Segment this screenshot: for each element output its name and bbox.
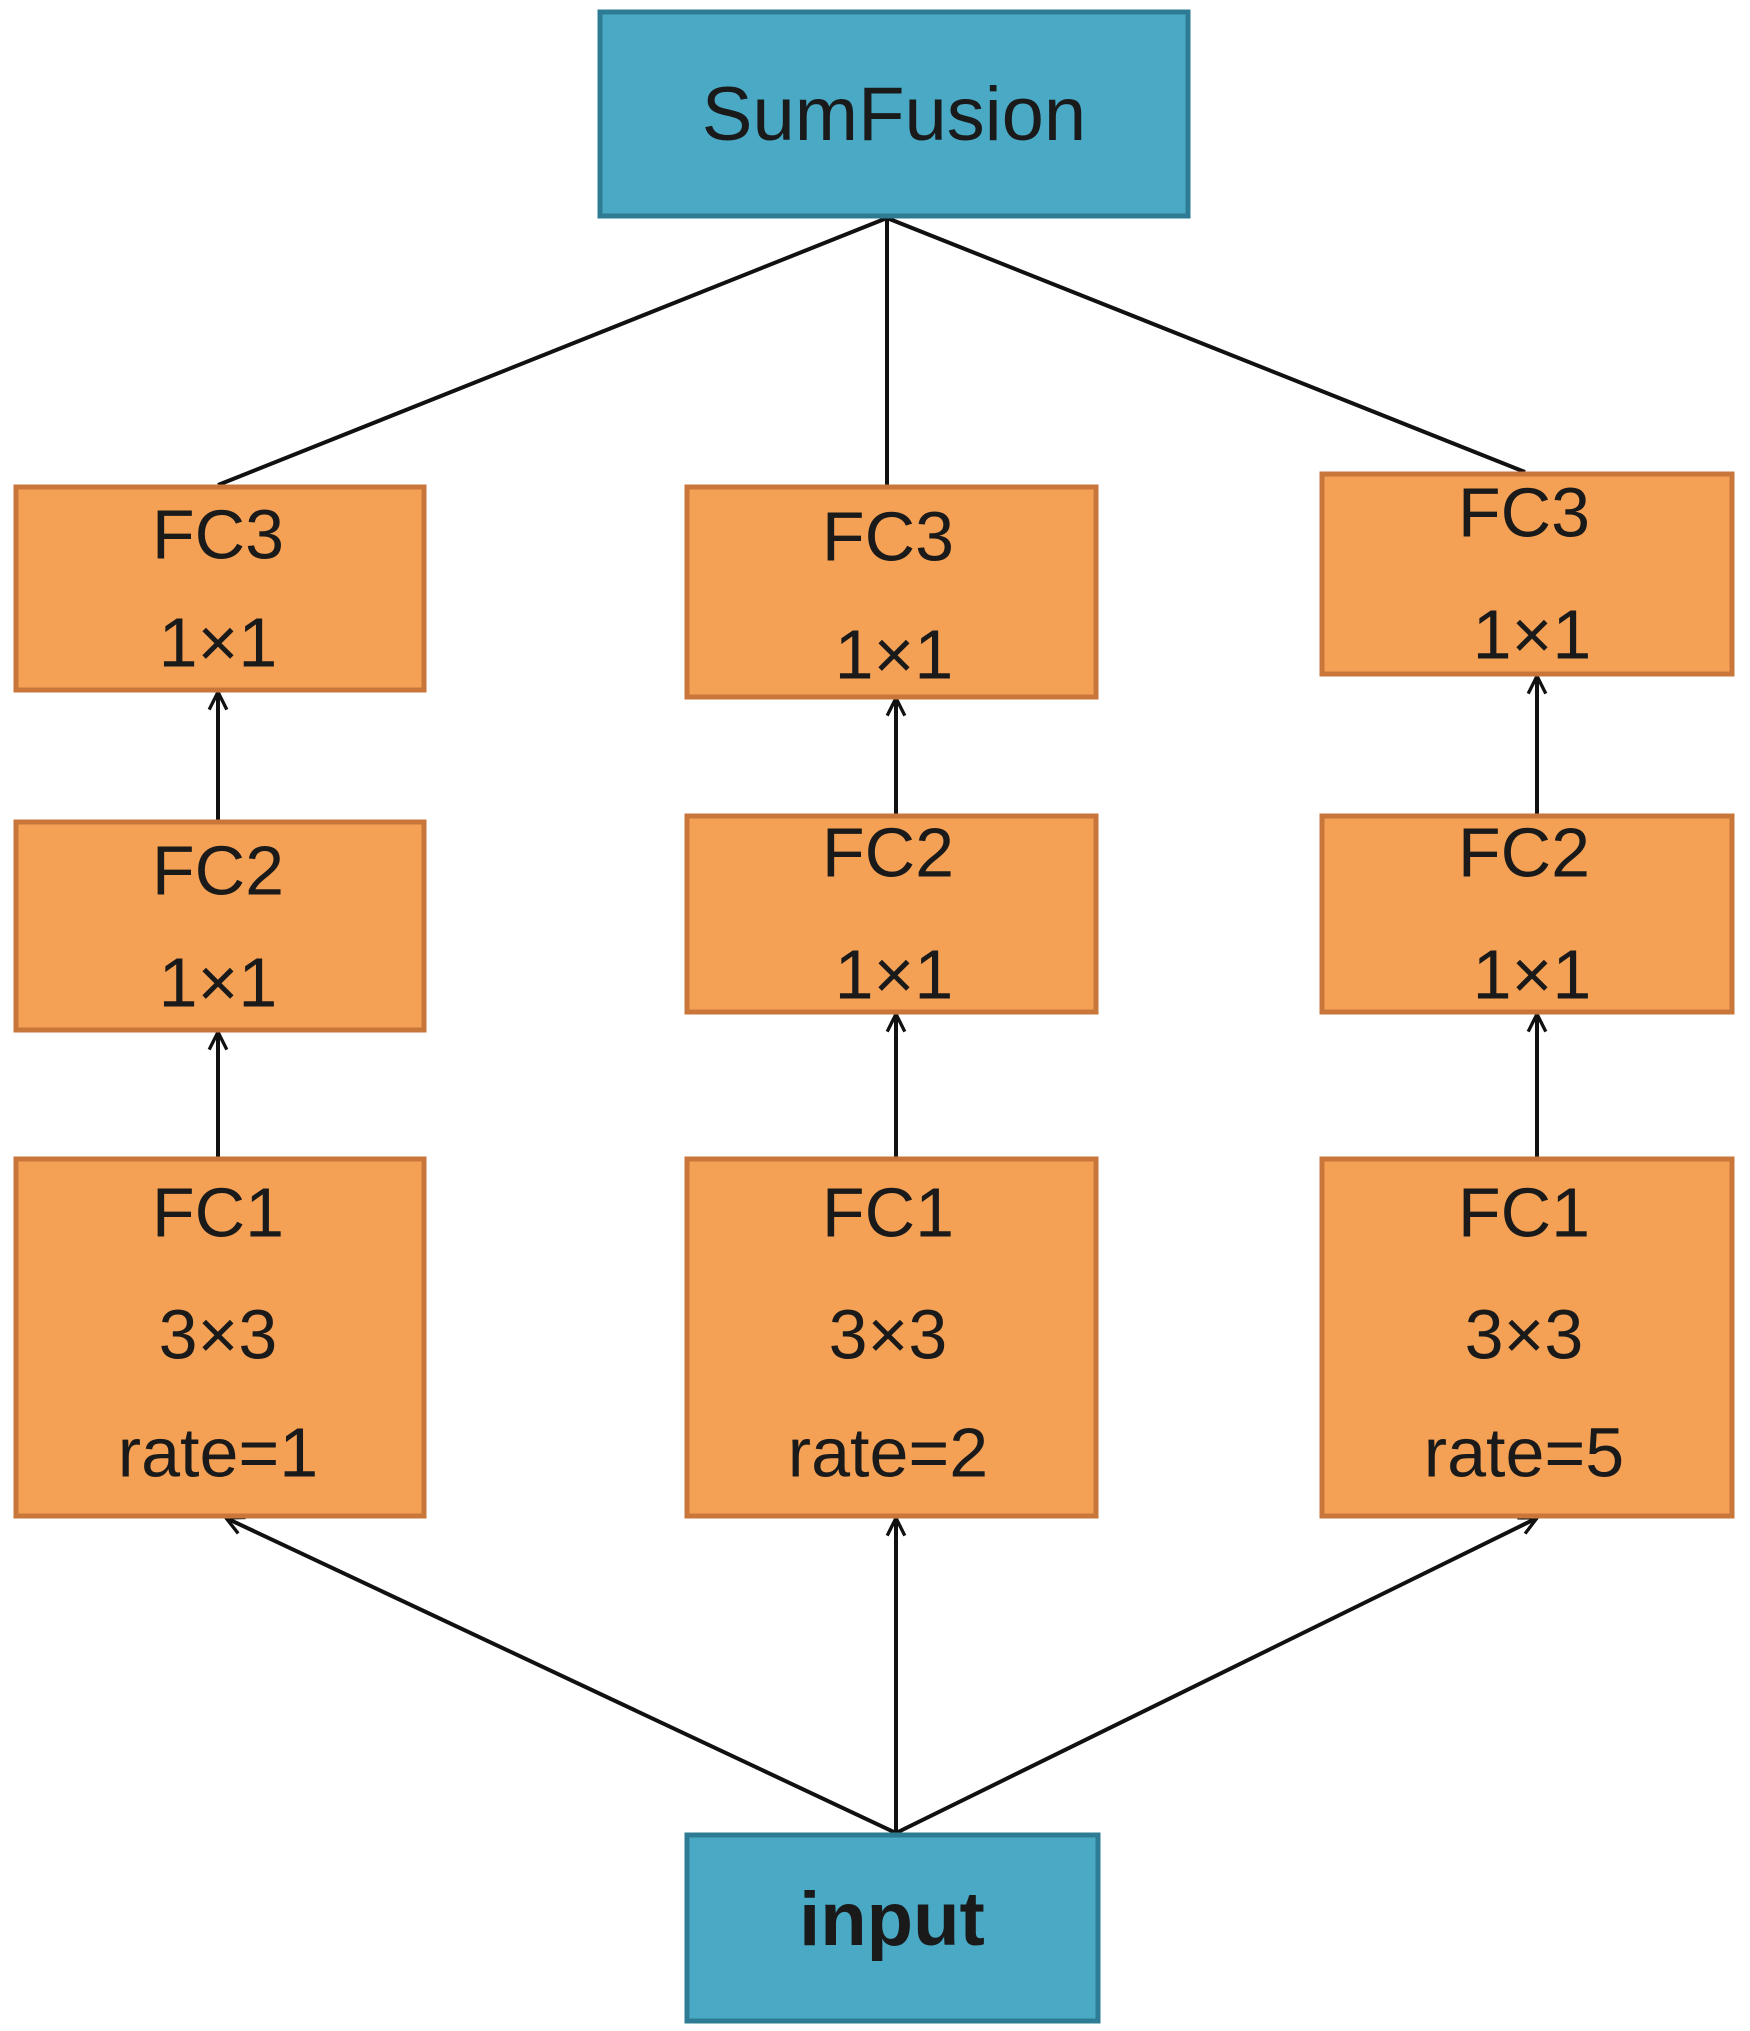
fc1-box (684, 1156, 1099, 1519)
fc3-kernel: 1×1 (1473, 595, 1592, 673)
fc3-box (1319, 471, 1735, 677)
branch-2: FC3 1×1 FC2 1×1 FC1 3×3 rate=2 (684, 484, 1099, 1519)
input-box (684, 1832, 1101, 2024)
sumfusion-node: SumFusion (597, 9, 1191, 219)
fc2-kernel: 1×1 (159, 943, 278, 1021)
fc1-kernel: 3×3 (1465, 1295, 1584, 1373)
input-node: input (684, 1832, 1101, 2024)
fc1-name: FC1 (152, 1173, 284, 1251)
fc2-box (13, 819, 427, 1033)
fc2-name: FC2 (822, 813, 954, 891)
input-label: input (799, 1877, 985, 1962)
fc1-box (13, 1156, 427, 1519)
fc1-kernel: 3×3 (829, 1295, 948, 1373)
sumfusion-box (597, 9, 1191, 219)
fc2-name: FC2 (152, 831, 284, 909)
fc2-node-branch3: FC2 1×1 (1319, 813, 1735, 1015)
arrow-input-to-fc1-branch3 (895, 1516, 1537, 1835)
fc3-name: FC3 (152, 495, 284, 573)
fc3-name: FC3 (1458, 473, 1590, 551)
fc1-name: FC1 (822, 1173, 954, 1251)
fc3-name: FC3 (822, 497, 954, 575)
fc3-node-branch1: FC3 1×1 (13, 484, 427, 693)
fc2-name: FC2 (1458, 813, 1590, 891)
branch-3: FC3 1×1 FC2 1×1 FC1 3×3 rate=5 (1319, 471, 1735, 1519)
fc3-box (13, 484, 427, 693)
fc1-box (1319, 1156, 1735, 1519)
fc1-rate: rate=5 (1424, 1413, 1624, 1491)
fc1-rate: rate=2 (788, 1413, 988, 1491)
sumfusion-label: SumFusion (702, 72, 1086, 157)
arrow-input-to-fc1-branch1 (226, 1518, 897, 1835)
fc2-kernel: 1×1 (835, 935, 954, 1013)
edge-sumfusion-fc3-branch3 (886, 216, 1526, 474)
fc2-kernel: 1×1 (1473, 935, 1592, 1013)
fc2-box (684, 813, 1099, 1015)
fc3-kernel: 1×1 (835, 615, 954, 693)
fc1-node-branch1: FC1 3×3 rate=1 (13, 1156, 427, 1519)
fc2-node-branch2: FC2 1×1 (684, 813, 1099, 1015)
branch-1: FC3 1×1 FC2 1×1 FC1 3×3 rate=1 (13, 484, 427, 1519)
fc1-node-branch3: FC1 3×3 rate=5 (1319, 1156, 1735, 1519)
fc1-name: FC1 (1458, 1173, 1590, 1251)
fc3-kernel: 1×1 (159, 603, 278, 681)
fc1-node-branch2: FC1 3×3 rate=2 (684, 1156, 1099, 1519)
fc2-node-branch1: FC2 1×1 (13, 819, 427, 1033)
fc1-rate: rate=1 (118, 1413, 318, 1491)
fc3-node-branch2: FC3 1×1 (684, 484, 1099, 700)
fc3-box (684, 484, 1099, 700)
edge-sumfusion-fc3-branch1 (217, 216, 888, 487)
fc2-box (1319, 813, 1735, 1015)
fc3-node-branch3: FC3 1×1 (1319, 471, 1735, 677)
fc1-kernel: 3×3 (159, 1295, 278, 1373)
